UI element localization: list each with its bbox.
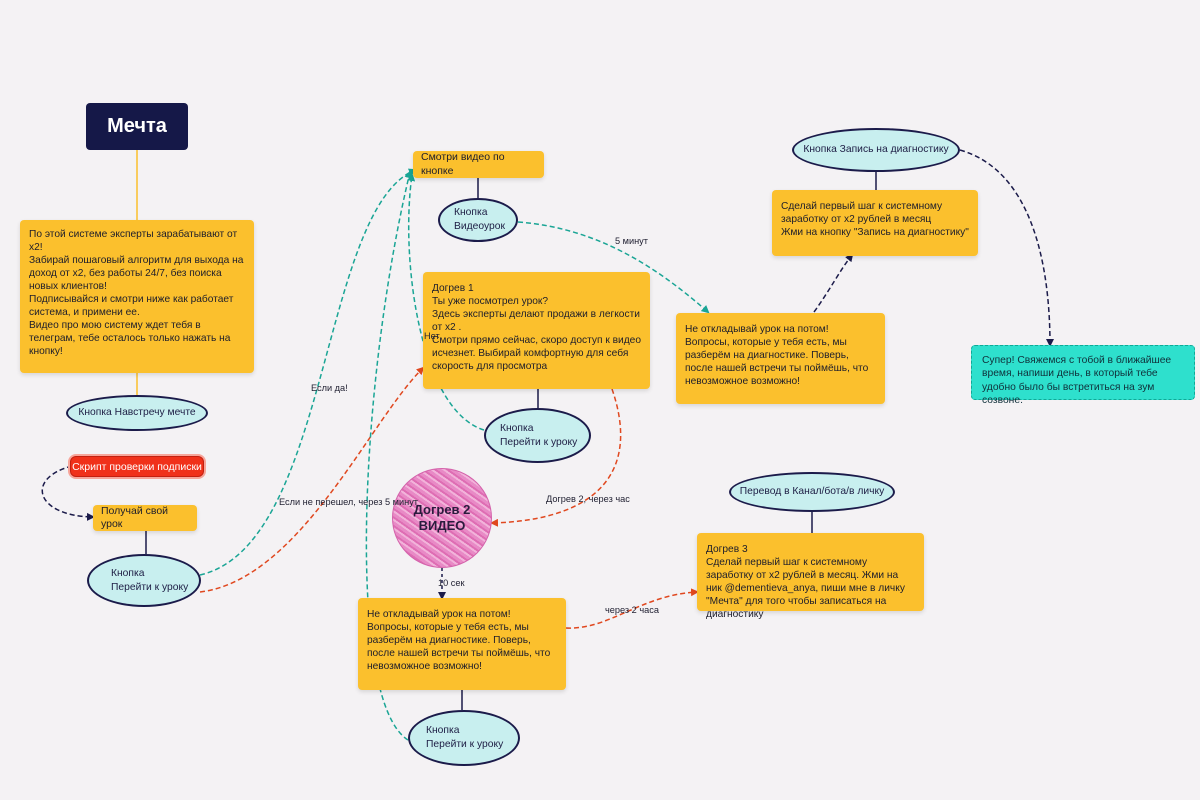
transfer-oval[interactable]: Перевод в Канал/бота/в личку (729, 472, 895, 512)
subscription-check-script: Скрипт проверки подписки (70, 456, 204, 477)
button-video-oval[interactable]: Кнопка Видеоурок (438, 198, 518, 242)
button-diagnostics-oval[interactable]: Кнопка Запись на диагностику (792, 128, 960, 172)
edge-label-5-minutes: 5 минут (615, 236, 648, 246)
dont-delay-sticky-1: Не откладывай урок на потом! Вопросы, ко… (676, 313, 885, 404)
button-dream-oval[interactable]: Кнопка Навстречу мечте (66, 395, 208, 431)
nudge-1-sticky: Догрев 1 Ты уже посмотрел урок? Здесь эк… (423, 272, 650, 389)
super-confirmation-box: Супер! Свяжемся с тобой в ближайшее врем… (971, 345, 1195, 406)
get-lesson-sticky: Получай свой урок (93, 505, 197, 531)
intro-sticky: По этой системе эксперты зарабатывают от… (20, 220, 254, 373)
title-dream: Мечта (86, 103, 188, 150)
edge-label-nudge-2-hour: Догрев 2, через час (546, 494, 630, 504)
edge-delay1-to-step (813, 253, 854, 313)
first-step-sticky: Сделай первый шаг к системному заработку… (772, 190, 978, 256)
nudge-3-sticky: Догрев 3 Сделай первый шаг к системному … (697, 533, 924, 620)
button-lesson-oval-3[interactable]: Кнопка Перейти к уроку (408, 710, 520, 766)
nudge-2-video-circle: Догрев 2 ВИДЕО (392, 468, 492, 568)
edge-label-no: Нет (424, 331, 440, 341)
edge-label-if-not-5-min: Если не перешел, через 5 минут (279, 497, 419, 507)
edge-label-2-hours: через 2 часа (605, 605, 659, 615)
edge-not-to-nudge1 (199, 366, 425, 593)
watch-video-sticky: Смотри видео по кнопке (413, 151, 544, 178)
button-lesson-oval-2[interactable]: Кнопка Перейти к уроку (484, 408, 591, 463)
button-lesson-oval-1[interactable]: Кнопка Перейти к уроку (87, 554, 201, 607)
dont-delay-sticky-2: Не откладывай урок на потом! Вопросы, ко… (358, 598, 566, 690)
edge-label-if-yes: Если да! (311, 383, 348, 393)
edge-label-10-sec: 10 сек (438, 578, 465, 588)
